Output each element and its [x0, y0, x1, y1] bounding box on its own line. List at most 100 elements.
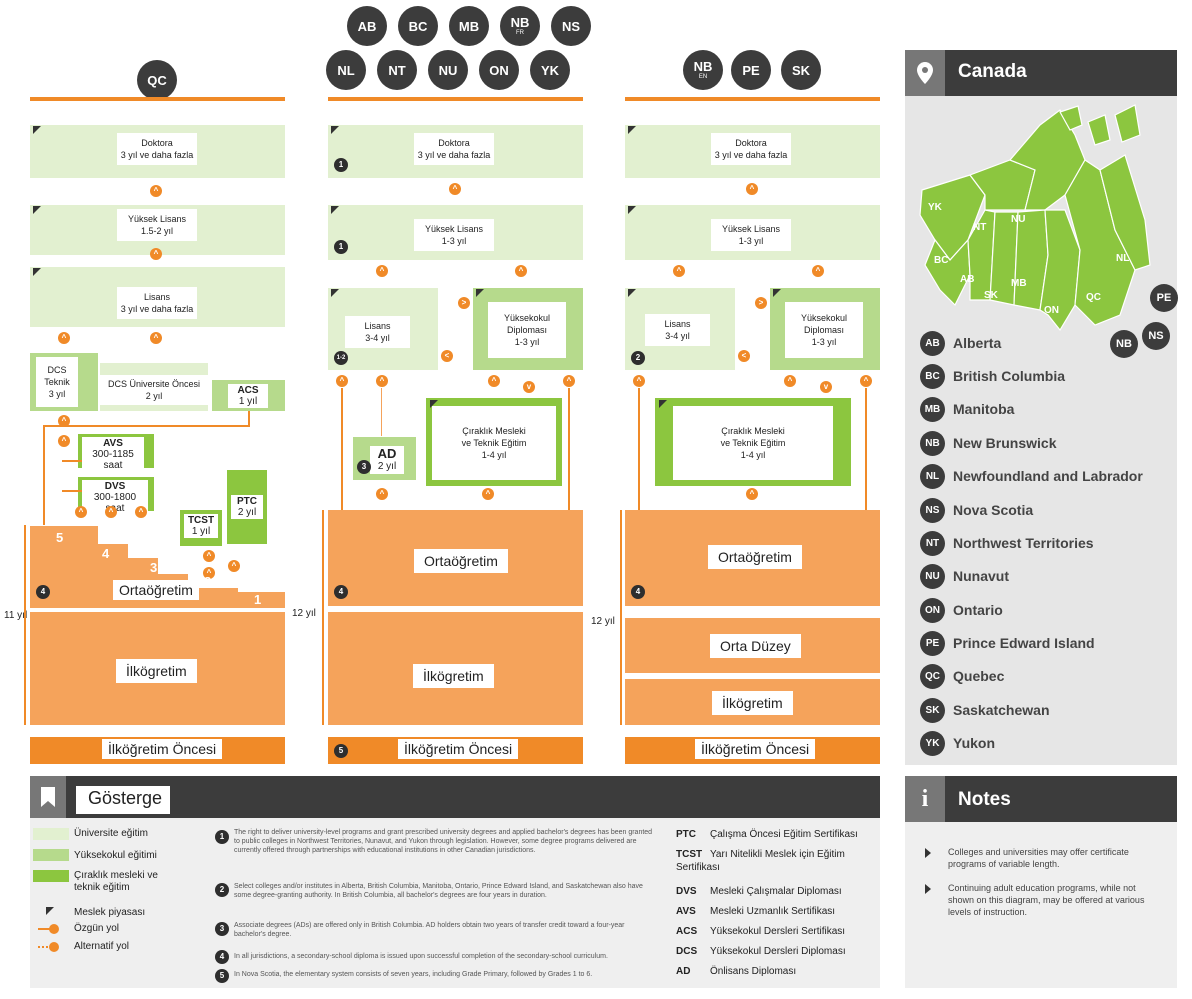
alt-path-line	[43, 425, 45, 525]
right-orta-duzey-label: Orta Düzey	[710, 634, 801, 658]
labor-market-marker	[331, 206, 339, 214]
legend-swatch-university	[33, 828, 69, 840]
original-path-icon	[38, 922, 62, 934]
note-marker-1: 1	[334, 240, 348, 254]
step-2: 2	[204, 574, 211, 589]
legend-note-1-marker: 1	[215, 830, 229, 844]
path-arrow: ^	[203, 550, 215, 562]
year-bracket-line	[620, 510, 622, 725]
path-arrow: ^	[376, 488, 388, 500]
bookmark-icon	[30, 776, 66, 818]
map-circle-ns: NS	[1142, 322, 1170, 350]
path-arrow-down: v	[523, 381, 535, 393]
province-circle-nt: NT	[377, 50, 417, 90]
legend-note-3: Associate degrees (ADs) are offered only…	[234, 922, 625, 938]
path-arrow: ^	[515, 265, 527, 277]
labor-market-marker	[331, 126, 339, 134]
path-arrow: ^	[673, 265, 685, 277]
path-line	[341, 388, 343, 510]
province-circle-ab: AB	[347, 6, 387, 46]
info-icon: i	[905, 776, 945, 822]
labor-market-marker	[659, 400, 667, 408]
labor-market-marker	[628, 206, 636, 214]
year-bracket-line	[322, 510, 324, 725]
legend-note-4: In all jurisdictions, a secondary-school…	[234, 953, 608, 960]
right-preschool-label: İlköğretim Öncesi	[695, 739, 816, 759]
province-circle-ns: NS	[551, 6, 591, 46]
path-arrow: ^	[860, 375, 872, 387]
qc-preschool-label: İlköğretim Öncesi	[102, 739, 223, 759]
path-arrow: ^	[135, 506, 147, 518]
labor-market-marker	[33, 126, 41, 134]
legend-item-apprentice: Çıraklık mesleki ve teknik eğitim	[74, 870, 158, 893]
canada-header	[905, 50, 1177, 96]
path-arrow: ^	[75, 506, 87, 518]
legend-header	[30, 776, 880, 818]
labor-market-marker	[33, 206, 41, 214]
labor-market-marker	[773, 289, 781, 297]
alt-path-line	[62, 460, 82, 462]
step-4: 4	[102, 546, 110, 561]
labor-market-marker	[476, 289, 484, 297]
legend-swatch-apprentice	[33, 870, 69, 882]
map-label-ab: AB	[960, 274, 974, 285]
map-label-nu: NU	[1011, 214, 1025, 225]
path-arrow: ^	[784, 375, 796, 387]
legend-note-4-marker: 4	[215, 950, 229, 964]
path-arrow: ^	[228, 560, 240, 572]
years-11-label: 11 yıl	[4, 610, 28, 621]
map-circle-pe: PE	[1150, 284, 1178, 312]
notes-bullet-icon	[925, 848, 931, 858]
labor-market-marker	[430, 400, 438, 408]
path-arrow: ^	[633, 375, 645, 387]
note-marker-4: 4	[334, 585, 348, 599]
map-label-nl: NL	[1116, 253, 1129, 264]
right-ortaogretim-label: Ortaöğretim	[708, 545, 802, 569]
notes-bullet-icon	[925, 884, 931, 894]
location-pin-icon	[905, 50, 945, 96]
notes-title: Notes	[958, 789, 1011, 810]
year-bracket-line	[24, 525, 26, 725]
map-label-yk: YK	[928, 202, 943, 213]
province-circle-on: ON	[479, 50, 519, 90]
path-arrow: ^	[150, 185, 162, 197]
alternate-path-icon	[38, 940, 62, 952]
path-arrow: ^	[746, 488, 758, 500]
canada-title: Canada	[958, 61, 1027, 82]
path-arrow: ^	[376, 375, 388, 387]
path-arrow-right: >	[755, 297, 767, 309]
province-circle-yk: YK	[530, 50, 570, 90]
path-arrow: ^	[58, 435, 70, 447]
legend-note-2-marker: 2	[215, 883, 229, 897]
notes-item-1: Colleges and universities may offer cert…	[948, 847, 1129, 869]
alt-path-line	[248, 411, 250, 427]
legend-item-original-path: Özgün yol	[74, 923, 120, 934]
map-label-bc: BC	[934, 255, 948, 266]
right-column-top-bar	[625, 97, 880, 101]
labor-market-marker	[331, 289, 339, 297]
path-arrow: ^	[336, 375, 348, 387]
path-arrow-down: v	[820, 381, 832, 393]
labor-market-marker	[628, 289, 636, 297]
path-arrow: ^	[203, 567, 215, 579]
note-marker-5: 5	[334, 744, 348, 758]
